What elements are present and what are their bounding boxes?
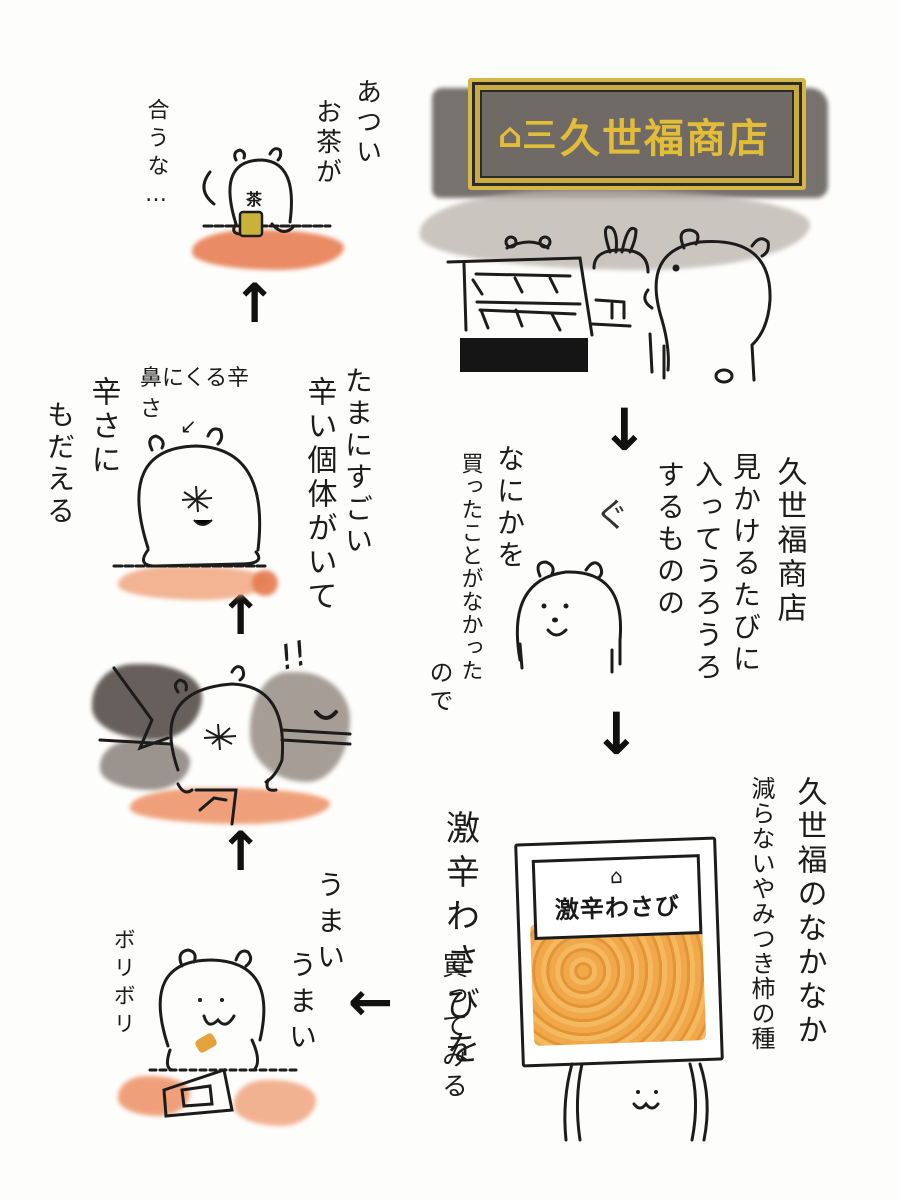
sfx-wander: ぐ (595, 496, 629, 536)
dark-wash-right (250, 672, 350, 782)
arrow-left-icon: ← (348, 970, 394, 1033)
dialogue-col-1: たまにすごい (341, 366, 374, 558)
narration-col-7: ので (425, 660, 453, 716)
dialogue-col-1: うまい (313, 870, 346, 978)
orange-table-shock (130, 788, 330, 824)
orange-table-spicy (118, 566, 268, 600)
cup-label: 茶 (246, 190, 263, 209)
narration-col-1: 合うな… (143, 98, 169, 213)
orange-table-right (234, 1080, 316, 1126)
narration-col-1: 辛さに (85, 376, 121, 478)
dialogue-col-1: あつい (351, 78, 382, 168)
orange-spot (252, 570, 278, 596)
narration-col-3: 激辛わさびを (439, 810, 480, 1074)
arrow-up-icon: ↑ (218, 820, 264, 883)
sfx-crunch: ボリボリ (109, 928, 135, 1040)
shop-sign: 久世福商店 ⌂三 (468, 78, 806, 190)
sign-text: 久世福商店 (560, 116, 770, 162)
dialogue-col-2: うまい (285, 950, 318, 1058)
narration-col-2: もだえる (43, 400, 76, 528)
dialogue-col-2: 辛い個体がいて (301, 376, 337, 614)
narration-col-4: 買ってみる (437, 952, 468, 1102)
narration-col-3: 入ってうろうろ (691, 460, 724, 684)
narration-col-6: 買ったことがなかった (457, 452, 483, 682)
narration-col-1: 久世福のなかなか (791, 776, 827, 1048)
dialogue-col-2: お茶が (311, 98, 342, 188)
narration-col-4: するものの (653, 460, 686, 620)
narration-col-5: なにかを (493, 444, 526, 572)
narration-col-2: 見かけるたびに (729, 452, 762, 676)
orange-table-left (118, 1076, 190, 1116)
annotation-nose: 鼻にくる辛さ (140, 366, 250, 422)
arrow-up-icon: ↑ (232, 272, 278, 335)
arrow-down-icon: ↓ (600, 396, 649, 464)
sign-logo-icon: ⌂三 (498, 116, 557, 156)
narration-col-2: 減らないやみつき柿の種 (747, 776, 775, 1051)
narration-col-1: 久世福商店 (771, 456, 807, 626)
pointer-arrow-icon: ↙ (180, 414, 197, 438)
arrow-down-icon: ↓ (592, 700, 641, 768)
orange-table-tea (192, 230, 344, 270)
